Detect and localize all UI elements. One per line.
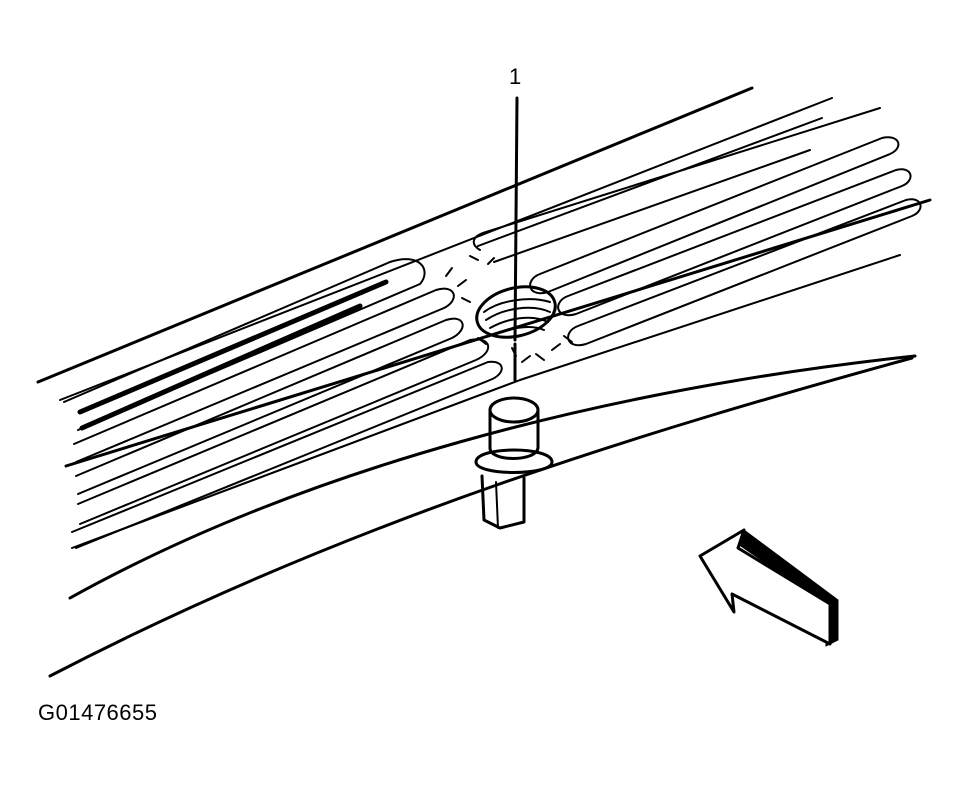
retainer-hole <box>445 255 573 363</box>
push-pin-retainer-icon <box>474 396 554 530</box>
callout-number: 1 <box>509 64 522 89</box>
figure-id-label: G01476655 <box>38 700 158 725</box>
panel-ribs-left <box>63 258 503 549</box>
callout-leader-line <box>513 96 519 382</box>
panel-ribs-right <box>472 107 922 347</box>
front-direction-arrow-icon <box>698 528 839 647</box>
